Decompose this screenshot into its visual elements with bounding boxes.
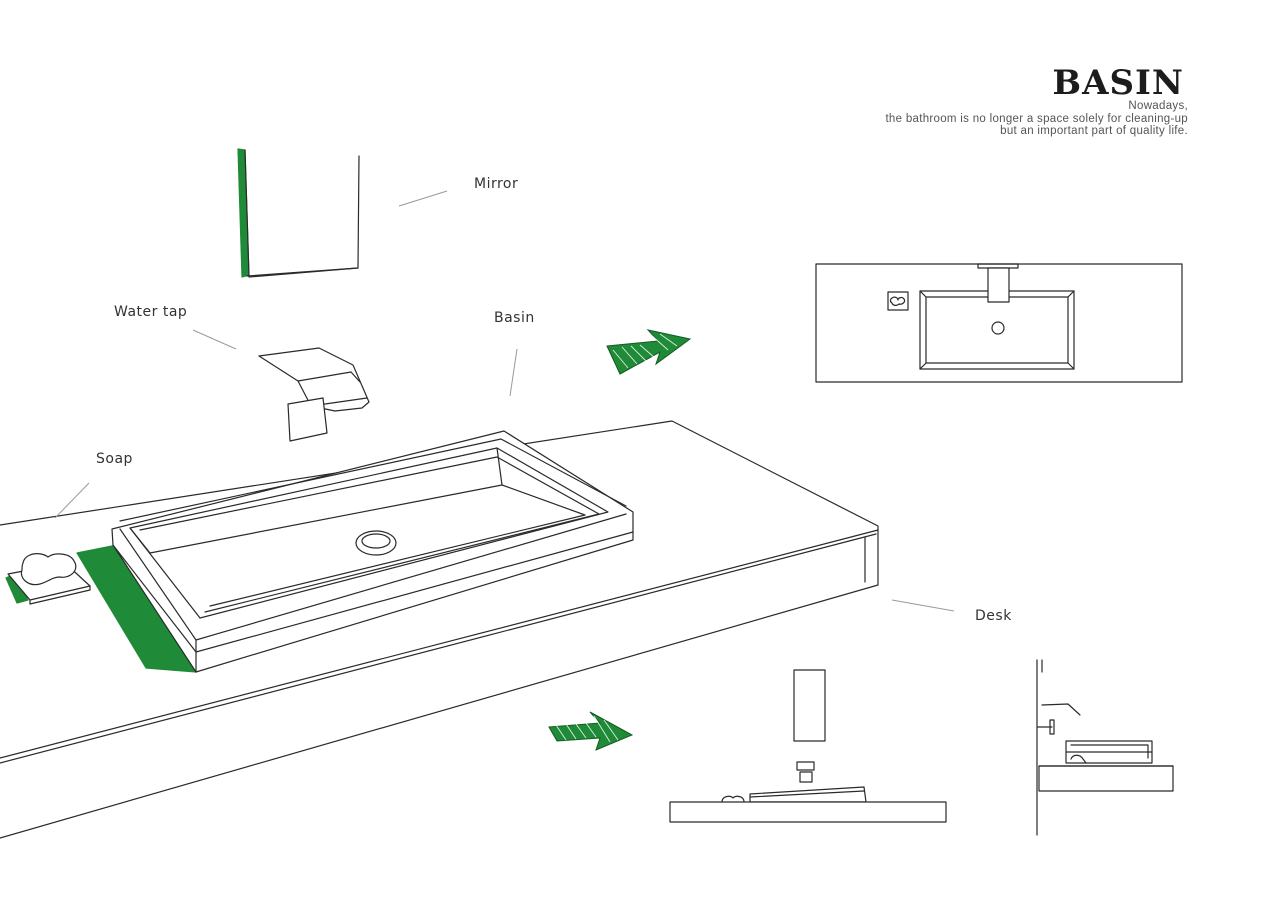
- label-desk: Desk: [975, 608, 1012, 624]
- tagline: Nowadays, the bathroom is no longer a sp…: [885, 100, 1188, 138]
- label-water-tap: Water tap: [114, 304, 188, 320]
- arrow-right-icon: [606, 329, 692, 375]
- leader-lines: [54, 190, 955, 612]
- label-soap: Soap: [96, 451, 133, 467]
- page-title: BASIN: [1052, 63, 1184, 103]
- label-mirror: Mirror: [474, 176, 519, 192]
- tagline-line: but an important part of quality life.: [1000, 125, 1188, 137]
- basin-3d: [76, 430, 634, 673]
- tagline-line: the bathroom is no longer a space solely…: [885, 112, 1188, 125]
- soap: [5, 553, 91, 605]
- top-view-drawing: [815, 263, 1183, 383]
- front-view-drawing: [669, 669, 947, 823]
- tagline-line: Nowadays,: [1128, 100, 1188, 112]
- arrow-right-icon: [548, 711, 634, 751]
- side-view-drawing: [1036, 659, 1174, 836]
- water-tap: [258, 347, 370, 442]
- mirror: [237, 148, 360, 278]
- label-basin: Basin: [494, 310, 535, 326]
